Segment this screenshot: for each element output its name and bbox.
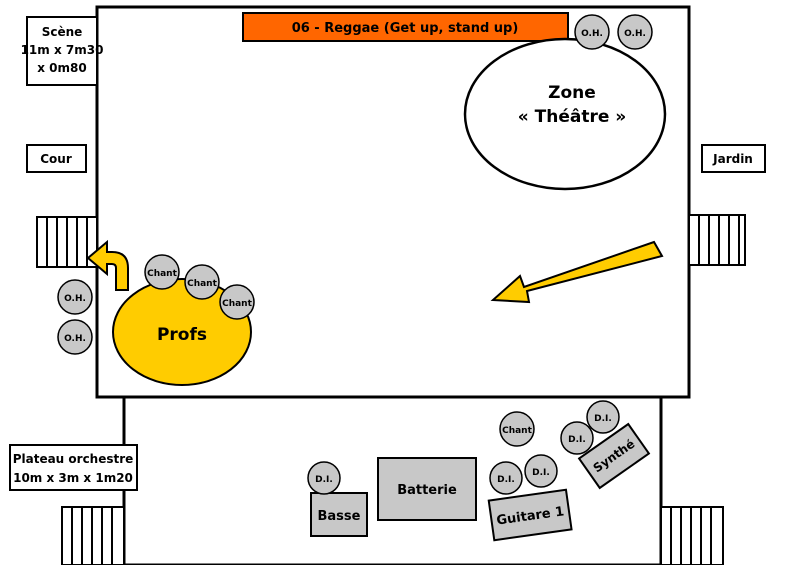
batterie: [377, 457, 477, 521]
movement-arrow: [490, 240, 664, 304]
guitare: Guitare 1: [487, 488, 573, 542]
stairs-left: [36, 216, 98, 268]
svg-text:D.I.: D.I.: [497, 475, 515, 485]
svg-text:O.H.: O.H.: [64, 334, 86, 344]
chant-mic: Chant: [184, 264, 220, 300]
svg-text:Chant: Chant: [222, 299, 252, 309]
chant-mic: Chant: [499, 411, 535, 447]
scene-info-line3: x 0m80: [37, 61, 86, 75]
svg-text:D.I.: D.I.: [568, 435, 586, 445]
oh-mic: O.H.: [574, 14, 610, 50]
batterie-label: Batterie: [397, 483, 457, 498]
svg-text:Chant: Chant: [187, 279, 217, 289]
svg-text:O.H.: O.H.: [581, 29, 603, 39]
di-box: D.I.: [524, 454, 558, 488]
scene-info-line2: 11m x 7m30: [21, 43, 104, 57]
cour-label: Cour: [40, 152, 72, 166]
svg-text:D.I.: D.I.: [532, 468, 550, 478]
oh-mic: O.H.: [617, 14, 653, 50]
svg-text:D.I.: D.I.: [594, 414, 612, 424]
di-box: D.I.: [560, 421, 594, 455]
plateau-info-line1: Plateau orchestre: [13, 452, 134, 466]
scene-info-line1: Scène: [42, 25, 83, 39]
svg-text:D.I.: D.I.: [315, 475, 333, 485]
svg-text:Chant: Chant: [502, 426, 532, 436]
chant-mic: Chant: [144, 254, 180, 290]
di-box: D.I.: [586, 400, 620, 434]
jardin-box: [701, 144, 766, 173]
oh-mic: O.H.: [57, 319, 93, 355]
svg-text:O.H.: O.H.: [64, 294, 86, 304]
zone-theatre: [463, 37, 667, 191]
plateau-info-box: [9, 444, 138, 491]
basse: [310, 492, 368, 537]
oh-mic: O.H.: [57, 279, 93, 315]
title-bar: [242, 12, 569, 42]
stairs-bottom-left: [61, 506, 125, 565]
zone-theatre-line2: « Théâtre »: [518, 107, 627, 127]
jardin-label: Jardin: [712, 152, 753, 166]
stairs-bottom-right: [660, 506, 724, 565]
svg-text:Chant: Chant: [147, 269, 177, 279]
plateau-info-line2: 10m x 3m x 1m20: [13, 471, 133, 485]
svg-text:O.H.: O.H.: [624, 29, 646, 39]
stairs-right: [688, 214, 746, 266]
profs-label: Profs: [157, 325, 207, 345]
cour-box: [26, 144, 87, 173]
di-box: D.I.: [489, 461, 523, 495]
title-text: 06 - Reggae (Get up, stand up): [292, 21, 519, 36]
chant-mic: Chant: [219, 284, 255, 320]
basse-label: Basse: [318, 509, 361, 524]
exit-arrow: [86, 239, 129, 291]
di-box: D.I.: [307, 461, 341, 495]
scene-info-box: [26, 16, 98, 86]
profs-zone: [112, 278, 252, 386]
zone-theatre-line1: Zone: [548, 83, 596, 103]
